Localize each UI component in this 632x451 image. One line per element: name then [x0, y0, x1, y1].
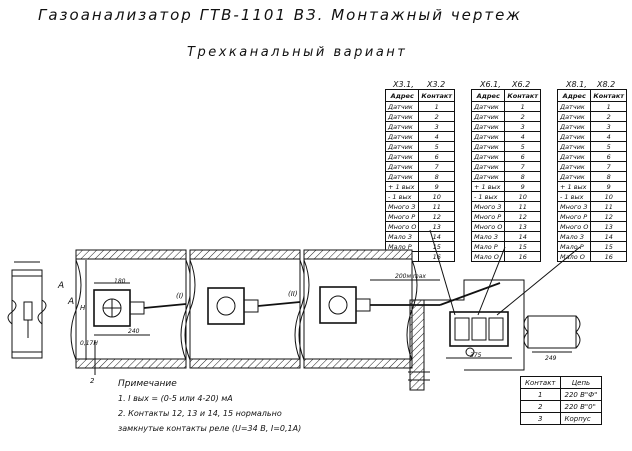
- sensor-2-label: (II): [288, 290, 298, 298]
- sensor-2-window: [216, 296, 236, 316]
- leader-table-3: [496, 246, 581, 316]
- sensor-1-label: (I): [176, 292, 184, 300]
- side-sensor: [23, 301, 33, 321]
- dim-375-label: 375: [470, 352, 482, 359]
- table3-label-left: Х8.1,: [566, 80, 587, 89]
- callout-2-label: 2: [90, 377, 95, 385]
- dim-h-label: Н: [80, 304, 86, 312]
- notes-heading: Примечание: [118, 379, 177, 389]
- duct-section-3: [298, 249, 440, 369]
- wall-hatch: [409, 299, 425, 391]
- leader-table-1: [429, 229, 456, 316]
- duct-section-1: [70, 249, 192, 375]
- leader-table-2: [477, 246, 506, 316]
- row-contact-cell: 16: [504, 251, 542, 262]
- section-mark-a-side: А: [67, 297, 74, 307]
- section-mark-a-top: А: [57, 281, 64, 291]
- control-unit-area: [408, 279, 581, 391]
- row-contact-cell: 16: [590, 251, 628, 262]
- duct-section-2: [184, 249, 306, 369]
- note-line-1: 1. I вых = (0-5 или 4-20) мА: [118, 394, 233, 403]
- sensor-3-window: [328, 295, 348, 315]
- table-leaders: [429, 229, 581, 316]
- note-line-3: замкнутые контакты реле (U=34 В, I=0,1А): [118, 424, 302, 433]
- dim-180-label: 180: [114, 278, 126, 285]
- power-contacts-table: Контакт Цепь 1 220 В"Ф" 2 220 В"0" 3 Кор…: [520, 376, 603, 425]
- table2-label-right: Х6.2: [512, 80, 531, 89]
- dim-249-label: 249: [545, 355, 557, 362]
- side-section-view: [7, 261, 47, 359]
- table1-label-right: Х3.2: [427, 80, 446, 89]
- note-line-2: 2. Контакты 12, 13 и 14, 15 нормально: [118, 409, 282, 418]
- sensor-1-body: [93, 289, 131, 327]
- side-section-wall: [11, 269, 43, 359]
- sensor-1-cable: [143, 303, 187, 309]
- side-break-left: [7, 299, 17, 325]
- table2-label-left: Х6.1,: [480, 80, 501, 89]
- row-address-cell: Мало О: [470, 251, 506, 262]
- control-unit-side-view: [527, 315, 577, 349]
- dim-240-label: 240: [128, 328, 140, 335]
- page-subtitle: Трехканальный вариант: [187, 45, 408, 60]
- table1-label-left: Х3.1,: [393, 80, 414, 89]
- side-break-right: [37, 299, 47, 325]
- sensor-2-cable: [257, 301, 301, 307]
- dim-017h-label: 0,17Н: [80, 340, 98, 347]
- cable-length-label: 200м max: [395, 273, 426, 280]
- control-unit-body: [449, 311, 509, 347]
- page-title: Газоанализатор ГТВ-1101 ВЗ. Монтажный че…: [38, 6, 522, 24]
- sensor-3-body: [319, 286, 357, 324]
- table3-label-right: Х8.2: [597, 80, 616, 89]
- control-unit-gland: [465, 347, 475, 357]
- contacts-row-3-circuit: Корпус: [559, 412, 603, 425]
- sensor-2-body: [207, 287, 245, 325]
